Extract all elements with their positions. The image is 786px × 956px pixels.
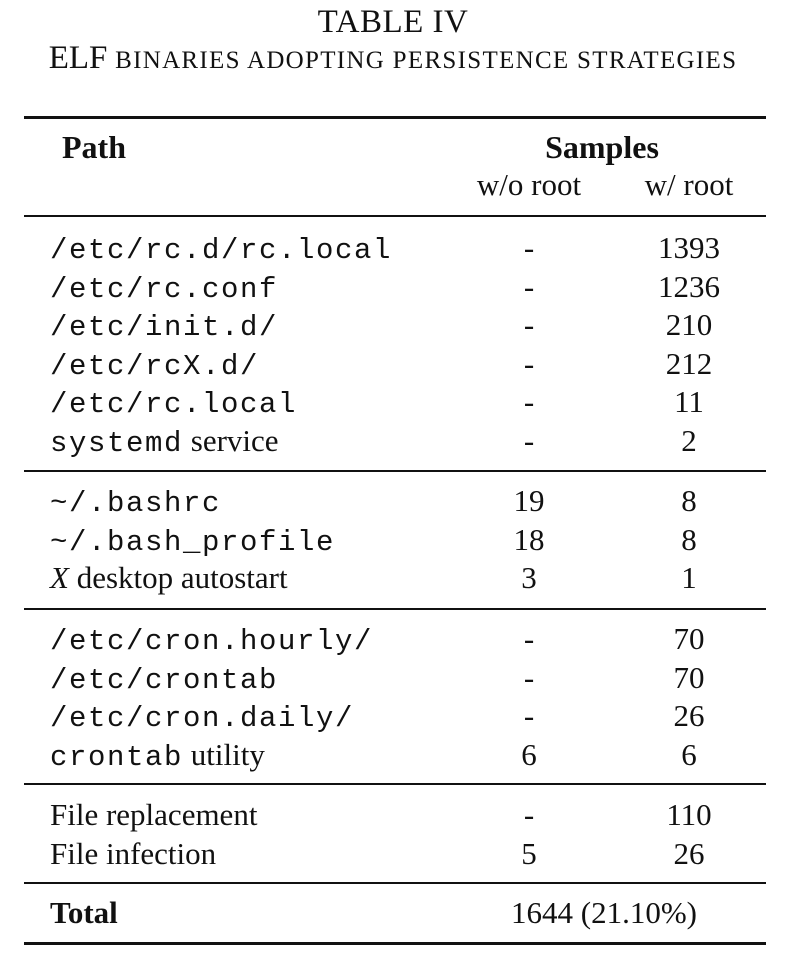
- row-path-part: crontab: [50, 740, 184, 774]
- row-wo-root: -: [523, 621, 535, 656]
- row-path: File replacement: [50, 796, 257, 834]
- row-path-part: utility: [183, 736, 265, 772]
- row-wo-root: -: [523, 230, 535, 265]
- row-path-part: service: [183, 422, 279, 458]
- row-path: /etc/rc.conf: [50, 268, 278, 306]
- table-row: /etc/rc.d/rc.local - 1393: [24, 229, 766, 267]
- table-row: File infection 5 26: [24, 835, 766, 873]
- total-row: Total 1644 (21.10%): [24, 894, 766, 932]
- row-path: ~/.bashrc: [50, 482, 221, 520]
- row-path: ~/.bash_profile: [50, 521, 335, 559]
- bottom-rule: [24, 942, 766, 945]
- table-title-elf: ELF: [48, 40, 108, 76]
- top-rule: [24, 116, 766, 119]
- row-wo-root: -: [523, 659, 535, 695]
- row-w-root: 110: [666, 797, 712, 832]
- row-path-part: /etc/cron.daily/: [50, 702, 355, 735]
- row-w-root: 8: [681, 521, 697, 557]
- header-wo-root: w/o root: [476, 167, 582, 202]
- row-path: /etc/rcX.d/: [50, 345, 259, 383]
- row-path: /etc/crontab: [50, 659, 278, 697]
- row-w-root: 1393: [658, 230, 720, 265]
- table-row: /etc/crontab - 70: [24, 659, 766, 697]
- table-title-rest: binaries adopting persistence strategies: [115, 47, 738, 74]
- row-w-root: 70: [673, 621, 705, 656]
- table-row: X desktop autostart 3 1: [24, 559, 766, 597]
- row-wo-root: -: [523, 797, 535, 832]
- row-path-part: ~/.bash_profile: [50, 525, 336, 559]
- row-path-part: X: [50, 560, 69, 595]
- row-w-root: 26: [673, 698, 705, 733]
- header-samples: Samples: [545, 129, 659, 165]
- row-path-part: File replacement: [50, 797, 258, 832]
- group-rule: [24, 783, 766, 785]
- row-path: File infection: [50, 835, 216, 873]
- row-path-part: /etc/rcX.d/: [50, 349, 260, 383]
- row-path-part: File infection: [50, 835, 217, 871]
- row-wo-root: 19: [513, 483, 545, 518]
- row-path: crontab utility: [50, 736, 265, 774]
- row-path-part: /etc/crontab: [50, 663, 279, 697]
- row-w-root: 1236: [658, 268, 720, 304]
- table-row: /etc/cron.daily/ - 26: [24, 697, 766, 735]
- row-path: /etc/rc.d/rc.local: [50, 229, 392, 267]
- table-row: crontab utility 6 6: [24, 736, 766, 774]
- row-w-root: 6: [681, 736, 697, 772]
- table-row: /etc/init.d/ - 210: [24, 306, 766, 344]
- total-rule: [24, 882, 766, 884]
- row-path-part: /etc/init.d/: [50, 311, 279, 344]
- row-path: /etc/init.d/: [50, 306, 278, 344]
- row-path-part: /etc/cron.hourly/: [50, 625, 374, 658]
- row-path: X desktop autostart: [50, 559, 288, 597]
- row-w-root: 8: [681, 483, 697, 518]
- row-path: /etc/cron.hourly/: [50, 620, 373, 658]
- table-title: ELF binaries adopting persistence strate…: [0, 40, 786, 77]
- total-value: 1644 (21.10%): [511, 895, 697, 930]
- row-wo-root: -: [523, 698, 535, 733]
- row-path-part: /etc/rc.local: [50, 388, 298, 421]
- row-wo-root: 18: [513, 521, 545, 557]
- row-w-root: 1: [681, 560, 697, 595]
- row-path: /etc/cron.daily/: [50, 697, 354, 735]
- header-row-2: w/o root w/ root: [24, 166, 766, 204]
- group-rule: [24, 608, 766, 610]
- row-path-part: systemd: [50, 426, 184, 460]
- row-path: /etc/rc.local: [50, 383, 297, 421]
- row-path-part: /etc/rc.conf: [50, 272, 279, 306]
- row-wo-root: -: [523, 422, 535, 458]
- table-row: /etc/rc.conf - 1236: [24, 268, 766, 306]
- header-path: Path: [62, 129, 126, 165]
- row-path-part: /etc/rc.d/rc.local: [50, 234, 393, 267]
- row-wo-root: -: [523, 307, 535, 342]
- total-label: Total: [50, 895, 118, 930]
- row-path-part: desktop autostart: [68, 560, 288, 595]
- row-wo-root: -: [523, 345, 535, 381]
- header-rule: [24, 215, 766, 217]
- row-wo-root: 5: [521, 835, 537, 871]
- row-wo-root: -: [523, 268, 535, 304]
- row-path: systemd service: [50, 422, 279, 460]
- table-row: /etc/rcX.d/ - 212: [24, 345, 766, 383]
- table-row: /etc/rc.local - 11: [24, 383, 766, 421]
- table-row: File replacement - 110: [24, 796, 766, 834]
- row-w-root: 26: [673, 835, 705, 871]
- table-number: TABLE IV: [317, 4, 469, 40]
- table-row: /etc/cron.hourly/ - 70: [24, 620, 766, 658]
- table-row: ~/.bashrc 19 8: [24, 482, 766, 520]
- table-row: systemd service - 2: [24, 422, 766, 460]
- table-row: ~/.bash_profile 18 8: [24, 521, 766, 559]
- row-w-root: 2: [681, 422, 697, 458]
- row-wo-root: 6: [521, 736, 537, 772]
- header-row-1: Path Samples: [24, 128, 766, 166]
- row-wo-root: -: [523, 384, 535, 419]
- group-rule: [24, 470, 766, 472]
- row-path-part: ~/.bashrc: [50, 487, 222, 520]
- row-w-root: 11: [674, 384, 704, 419]
- row-w-root: 70: [673, 659, 705, 695]
- row-w-root: 210: [665, 307, 713, 342]
- header-w-root: w/ root: [644, 167, 734, 202]
- row-wo-root: 3: [521, 560, 537, 595]
- row-w-root: 212: [665, 345, 713, 381]
